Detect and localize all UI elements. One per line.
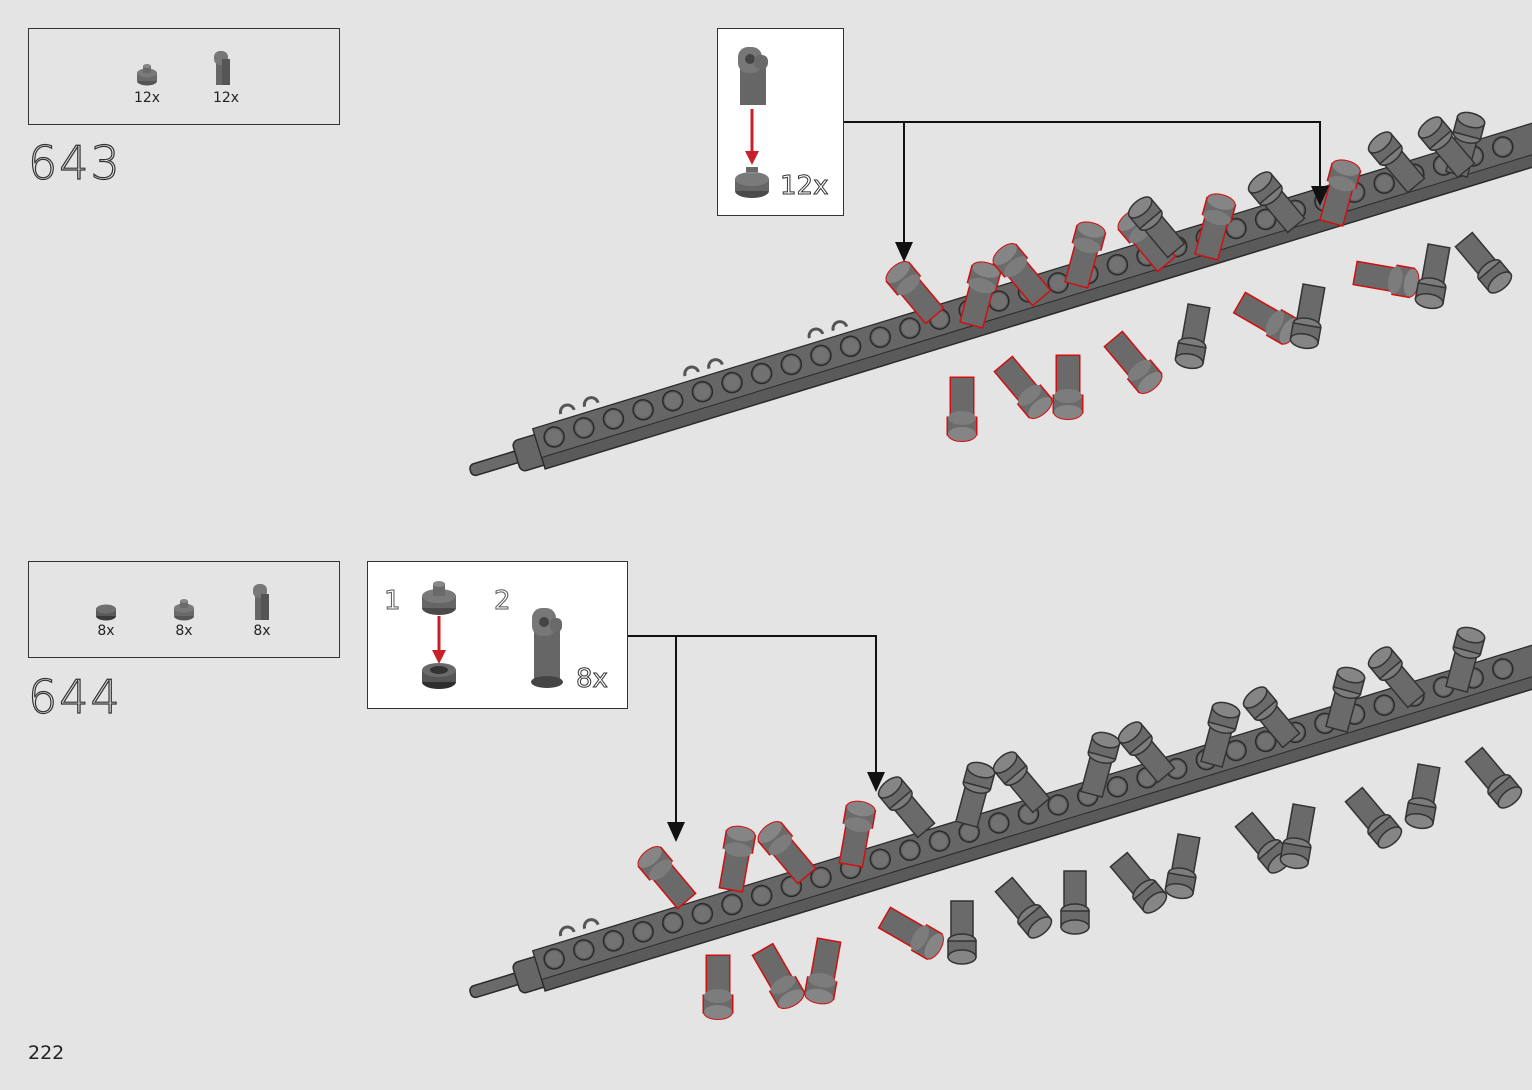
part-qty: 8x: [86, 623, 126, 639]
callout-leader-644: [628, 636, 885, 842]
part-qty: 12x: [206, 90, 246, 106]
callout-leader-643: [844, 122, 1329, 262]
clip-bar-holder-icon: [531, 608, 563, 688]
part-qty: 8x: [164, 623, 204, 639]
step-number-643: 643: [28, 136, 122, 190]
step-number-644: 644: [28, 670, 122, 724]
callout-box-643: 12x: [717, 28, 844, 216]
assembly-arrow-icon: [745, 109, 759, 165]
clip-bar-holder-icon: [214, 51, 230, 85]
round-plate-1x1-icon: [735, 167, 769, 198]
assembly-arrow-icon: [432, 616, 446, 664]
page-number: 222: [28, 1042, 64, 1064]
parts-list-icons-644: [29, 562, 341, 659]
assembly-643: [460, 95, 1532, 490]
part-qty: 12x: [127, 90, 167, 106]
round-plate-1x1-icon: [137, 64, 157, 86]
part-qty: 8x: [242, 623, 282, 639]
parts-list-box-644: 8x 8x 8x: [28, 561, 340, 658]
callout-qty: 12x: [780, 171, 828, 201]
round-plate-1x1-icon: [422, 663, 456, 689]
round-plate-1x1-icon: [96, 605, 116, 621]
clip-bar-holder-icon: [253, 584, 269, 620]
clip-bar-holder-icon: [738, 47, 768, 105]
round-plate-open-stud-icon: [422, 581, 456, 615]
round-plate-open-stud-icon: [174, 599, 194, 621]
callout-box-644: 1 2 8x: [367, 561, 628, 709]
callout-qty: 8x: [576, 664, 608, 694]
parts-list-icons-643: [29, 29, 341, 126]
parts-list-box-643: 12x 12x: [28, 28, 340, 125]
